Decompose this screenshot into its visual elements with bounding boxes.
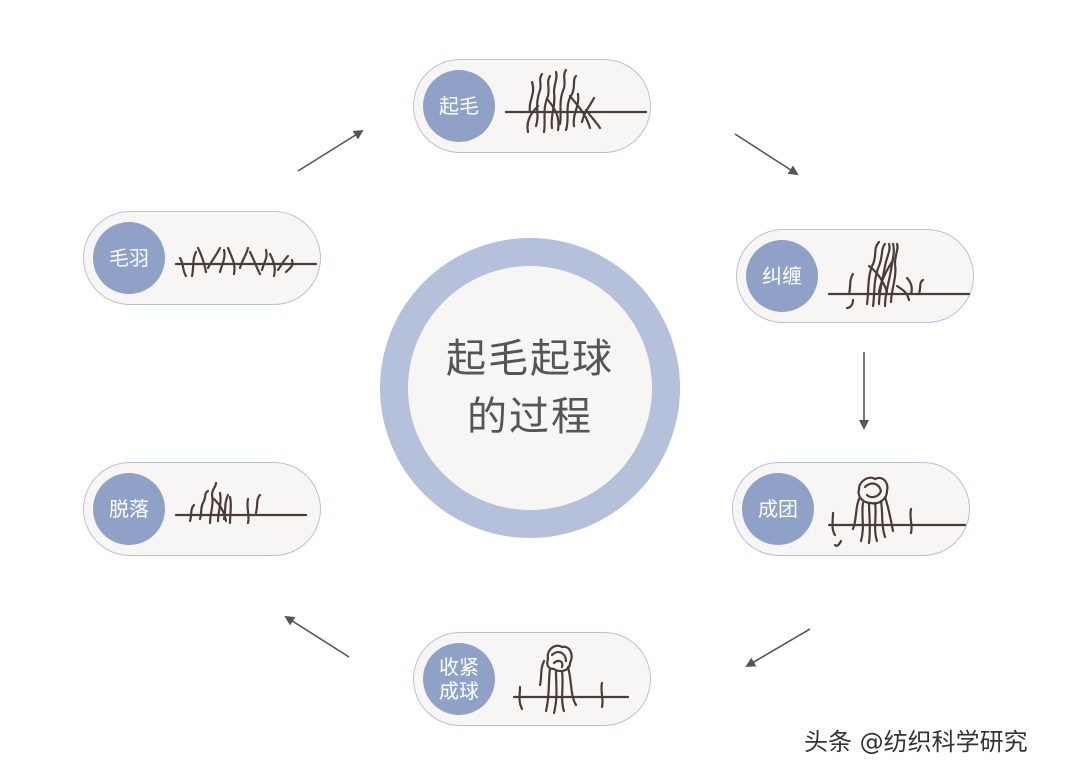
stage-chengtuan-label: 成团 bbox=[758, 497, 798, 521]
stage-qimao-badge: 起毛 bbox=[423, 70, 495, 142]
arrow-shoujin-to-tuoluo bbox=[284, 615, 350, 658]
stage-maoyu-fiber-icon bbox=[174, 246, 318, 278]
stage-shoujin-badge: 收紧 成球 bbox=[423, 643, 495, 715]
center-title-line1: 起毛起球 bbox=[446, 336, 614, 382]
center-label: 起毛起球 的过程 bbox=[408, 266, 652, 510]
stage-maoyu-label: 毛羽 bbox=[109, 246, 149, 270]
stage-jiuchan-fiber-icon bbox=[827, 240, 971, 310]
center-ring: 起毛起球 的过程 bbox=[380, 238, 680, 538]
stage-chengtuan-pill: 成团 bbox=[732, 462, 970, 556]
stage-shoujin-label-line2: 成球 bbox=[439, 679, 479, 703]
stage-jiuchan-pill: 纠缠 bbox=[736, 229, 974, 323]
stage-qimao-fiber-icon bbox=[504, 68, 648, 134]
stage-jiuchan-badge: 纠缠 bbox=[746, 240, 818, 312]
stage-tuoluo-fiber-icon bbox=[174, 481, 308, 525]
stage-jiuchan-label: 纠缠 bbox=[762, 264, 802, 288]
stage-chengtuan-fiber-icon bbox=[827, 476, 967, 547]
arrow-qimao-to-jiuchan bbox=[734, 133, 799, 176]
stage-tuoluo-pill: 脱落 bbox=[83, 462, 321, 556]
stage-tuoluo-label: 脱落 bbox=[109, 497, 149, 521]
stage-shoujin-pill: 收紧 成球 bbox=[413, 632, 651, 726]
stage-maoyu-pill: 毛羽 bbox=[83, 211, 321, 305]
watermark: 头条 @纺织科学研究 bbox=[804, 728, 1028, 756]
center-title-line2: 的过程 bbox=[467, 394, 593, 440]
arrow-chengtuan-to-shoujin bbox=[745, 628, 811, 668]
stage-qimao-pill: 起毛 bbox=[413, 59, 651, 153]
stage-shoujin-fiber-icon bbox=[512, 644, 630, 715]
stage-maoyu-badge: 毛羽 bbox=[93, 222, 165, 294]
stage-qimao-label: 起毛 bbox=[439, 94, 479, 118]
stage-tuoluo-badge: 脱落 bbox=[93, 473, 165, 545]
arrow-maoyu-to-qimao bbox=[297, 129, 364, 172]
stage-chengtuan-badge: 成团 bbox=[742, 473, 814, 545]
stage-shoujin-label-line1: 收紧 bbox=[439, 655, 479, 679]
